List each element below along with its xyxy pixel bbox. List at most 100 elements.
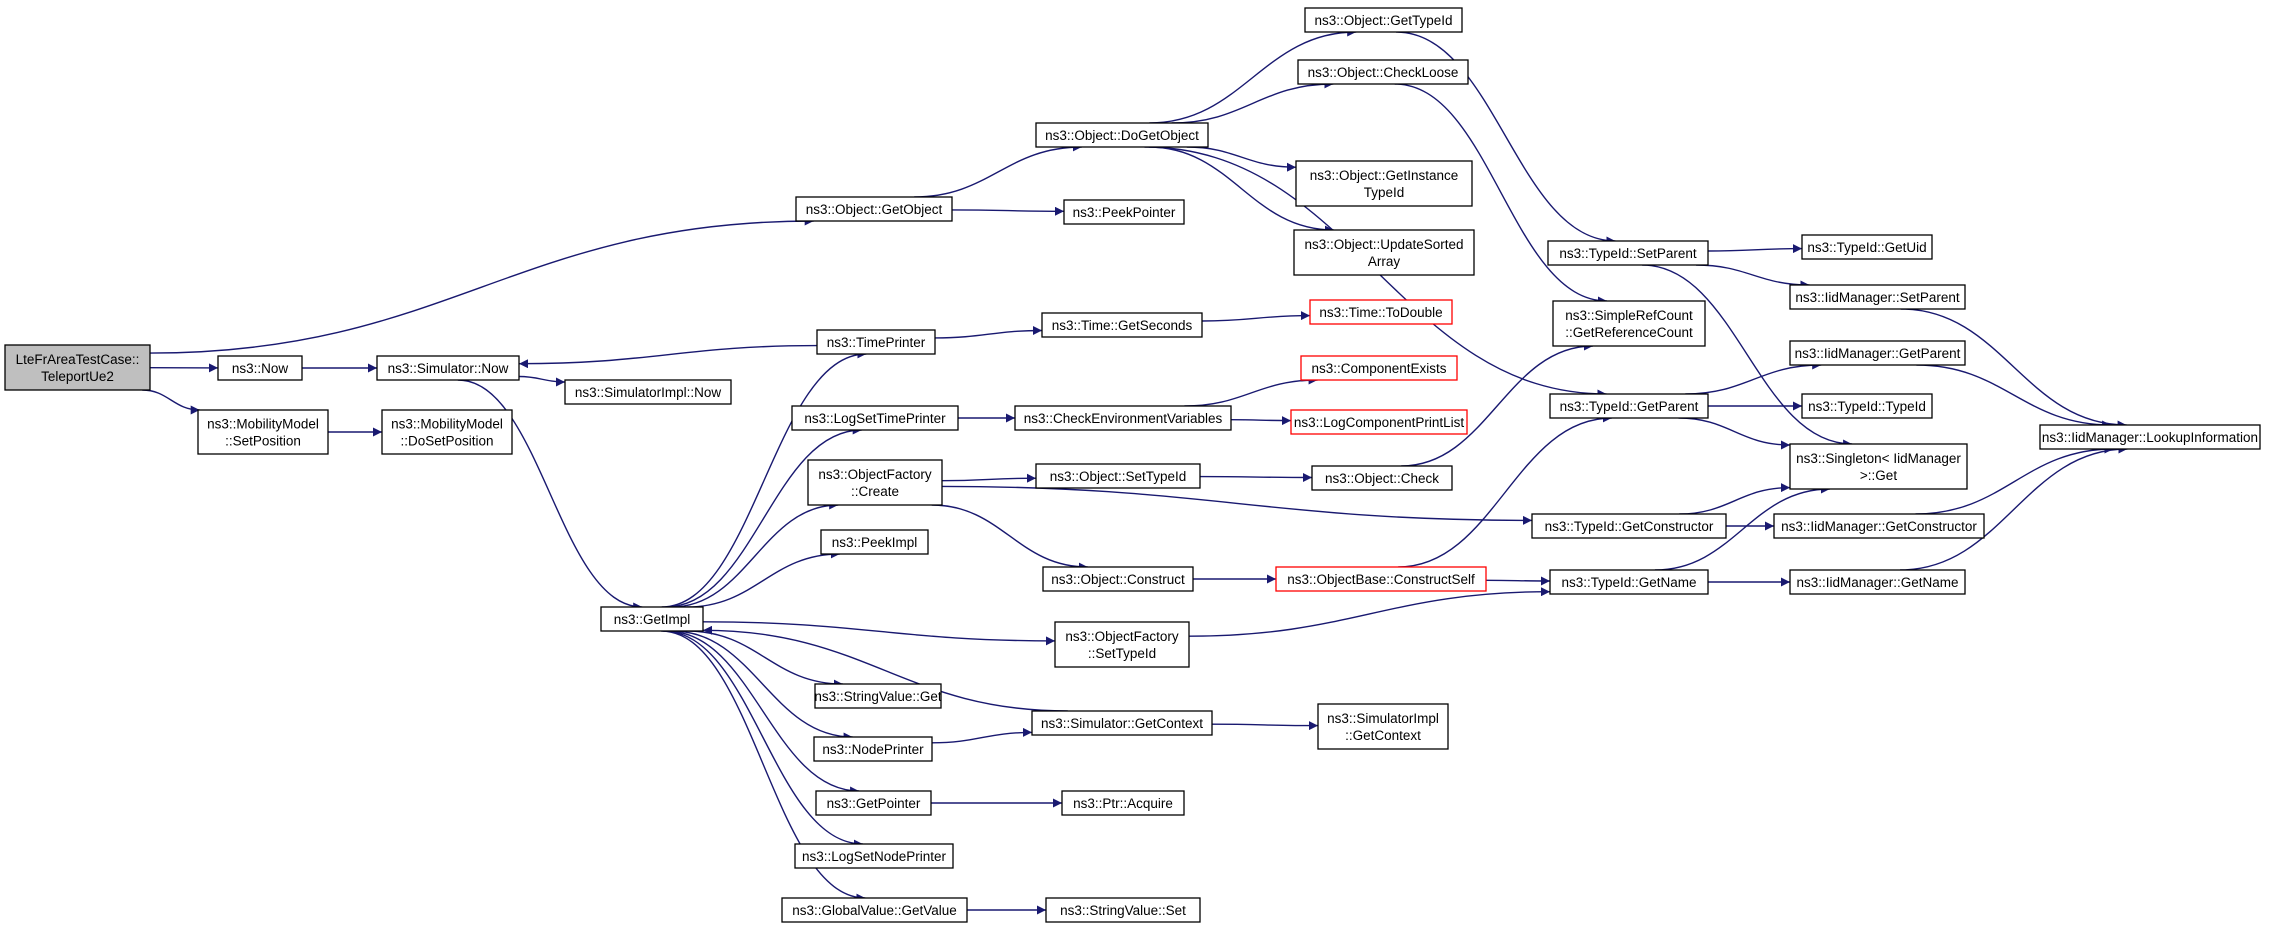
node-box-time_getseconds[interactable] [1041,312,1203,338]
node-peekpointer[interactable]: ns3::PeekPointer [1063,199,1185,225]
node-box-typeid_typeid[interactable] [1801,393,1933,419]
node-box-now[interactable] [217,355,303,381]
node-iid_lookupinfo[interactable]: ns3::IidManager::LookupInformation [2039,424,2261,450]
node-typeid_getparent[interactable]: ns3::TypeId::GetParent [1549,393,1709,419]
node-box-logcompprint[interactable] [1290,409,1468,435]
node-box-time_todouble[interactable] [1309,299,1453,325]
node-box-obj_check[interactable] [1311,465,1453,491]
node-box-root[interactable] [4,344,151,391]
node-time_todouble[interactable]: ns3::Time::ToDouble [1309,299,1453,325]
node-box-checkloose[interactable] [1297,59,1469,85]
node-simplerefcount[interactable]: ns3::SimpleRefCount::GetReferenceCount [1552,300,1706,347]
node-obj_settypeid[interactable]: ns3::Object::SetTypeId [1035,463,1201,489]
node-getobject[interactable]: ns3::Object::GetObject [795,196,953,222]
node-iid_getconstructor[interactable]: ns3::IidManager::GetConstructor [1773,513,1985,539]
node-box-logsettimeprinter[interactable] [791,405,959,431]
node-box-typeid_setparent[interactable] [1547,240,1709,266]
node-box-getinstancetypeid[interactable] [1295,160,1473,207]
node-box-timeprinter[interactable] [816,329,936,355]
node-box-getobject[interactable] [795,196,953,222]
node-box-peekpointer[interactable] [1063,199,1185,225]
node-logsettimeprinter[interactable]: ns3::LogSetTimePrinter [791,405,959,431]
node-box-ptr_acquire[interactable] [1061,790,1185,816]
node-box-logsetnodeprinter[interactable] [794,843,954,869]
node-box-iid_setparent[interactable] [1789,284,1966,310]
node-box-sim_getcontext[interactable] [1031,710,1213,736]
node-checkloose[interactable]: ns3::Object::CheckLoose [1297,59,1469,85]
node-typeid_getuid[interactable]: ns3::TypeId::GetUid [1801,234,1933,260]
node-box-mm_setpos[interactable] [197,409,329,455]
node-box-peekimpl[interactable] [820,529,929,555]
node-getimpl[interactable]: ns3::GetImpl [600,606,704,632]
node-box-sim_now[interactable] [376,355,520,381]
node-typeid_typeid[interactable]: ns3::TypeId::TypeId [1801,393,1933,419]
node-box-getimpl[interactable] [600,606,704,632]
node-obj_gettypeid[interactable]: ns3::Object::GetTypeId [1304,7,1463,33]
node-box-stringvalue_get[interactable] [814,683,942,709]
node-singleton_get[interactable]: ns3::Singleton< IidManager >::Get [1789,443,1968,490]
node-root[interactable]: LteFrAreaTestCase::TeleportUe2 [4,344,151,391]
node-getpointer[interactable]: ns3::GetPointer [815,790,932,816]
node-simimpl_now[interactable]: ns3::SimulatorImpl::Now [564,379,732,405]
node-box-updatesorted[interactable] [1293,229,1475,276]
node-box-typeid_getname[interactable] [1549,569,1709,595]
node-objfactory_create[interactable]: ns3::ObjectFactory::Create [807,459,943,506]
node-box-simplerefcount[interactable] [1552,300,1706,347]
node-objfactory_settypeid[interactable]: ns3::ObjectFactory::SetTypeId [1054,621,1190,668]
node-obj_check[interactable]: ns3::Object::Check [1311,465,1453,491]
node-box-singleton_get[interactable] [1789,443,1968,490]
node-time_getseconds[interactable]: ns3::Time::GetSeconds [1041,312,1203,338]
node-logcompprint[interactable]: ns3::LogComponentPrintList [1290,409,1468,435]
node-box-objbase_constructself[interactable] [1275,566,1487,592]
node-nodeprinter[interactable]: ns3::NodePrinter [813,736,933,762]
node-box-objfactory_create[interactable] [807,459,943,506]
node-now[interactable]: ns3::Now [217,355,303,381]
node-box-typeid_getparent[interactable] [1549,393,1709,419]
node-globalvalue_getvalue[interactable]: ns3::GlobalValue::GetValue [781,897,968,923]
node-box-checkenv[interactable] [1014,405,1232,431]
node-logsetnodeprinter[interactable]: ns3::LogSetNodePrinter [794,843,954,869]
node-checkenv[interactable]: ns3::CheckEnvironmentVariables [1014,405,1232,431]
node-box-getpointer[interactable] [815,790,932,816]
node-sim_getcontext[interactable]: ns3::Simulator::GetContext [1031,710,1213,736]
node-box-globalvalue_getvalue[interactable] [781,897,968,923]
node-typeid_getname[interactable]: ns3::TypeId::GetName [1549,569,1709,595]
node-box-objfactory_settypeid[interactable] [1054,621,1190,668]
node-box-obj_gettypeid[interactable] [1304,7,1463,33]
node-stringvalue_get[interactable]: ns3::StringValue::Get [814,683,942,709]
node-box-mm_dosetpos[interactable] [381,409,513,455]
node-typeid_setparent[interactable]: ns3::TypeId::SetParent [1547,240,1709,266]
node-box-nodeprinter[interactable] [813,736,933,762]
node-mm_dosetpos[interactable]: ns3::MobilityModel::DoSetPosition [381,409,513,455]
node-timeprinter[interactable]: ns3::TimePrinter [816,329,936,355]
node-box-simimpl_now[interactable] [564,379,732,405]
node-peekimpl[interactable]: ns3::PeekImpl [820,529,929,555]
node-iid_setparent[interactable]: ns3::IidManager::SetParent [1789,284,1966,310]
node-obj_construct[interactable]: ns3::Object::Construct [1042,566,1194,592]
node-box-dogetobject[interactable] [1035,122,1209,148]
node-box-simimpl_getcontext[interactable] [1317,703,1449,750]
node-iid_getparent[interactable]: ns3::IidManager::GetParent [1789,340,1966,366]
node-objbase_constructself[interactable]: ns3::ObjectBase::ConstructSelf [1275,566,1487,592]
node-box-obj_settypeid[interactable] [1035,463,1201,489]
node-iid_getname[interactable]: ns3::IidManager::GetName [1789,569,1966,595]
node-box-typeid_getuid[interactable] [1801,234,1933,260]
node-mm_setpos[interactable]: ns3::MobilityModel::SetPosition [197,409,329,455]
node-box-iid_lookupinfo[interactable] [2039,424,2261,450]
node-sim_now[interactable]: ns3::Simulator::Now [376,355,520,381]
node-box-iid_getname[interactable] [1789,569,1966,595]
node-box-iid_getconstructor[interactable] [1773,513,1985,539]
node-box-obj_construct[interactable] [1042,566,1194,592]
node-ptr_acquire[interactable]: ns3::Ptr::Acquire [1061,790,1185,816]
node-stringvalue_set[interactable]: ns3::StringValue::Set [1045,897,1201,923]
node-componentexists[interactable]: ns3::ComponentExists [1300,355,1458,381]
node-box-iid_getparent[interactable] [1789,340,1966,366]
node-box-stringvalue_set[interactable] [1045,897,1201,923]
node-box-componentexists[interactable] [1300,355,1458,381]
node-dogetobject[interactable]: ns3::Object::DoGetObject [1035,122,1209,148]
node-simimpl_getcontext[interactable]: ns3::SimulatorImpl::GetContext [1317,703,1449,750]
node-typeid_getconstructor[interactable]: ns3::TypeId::GetConstructor [1531,513,1727,539]
node-box-typeid_getconstructor[interactable] [1531,513,1727,539]
